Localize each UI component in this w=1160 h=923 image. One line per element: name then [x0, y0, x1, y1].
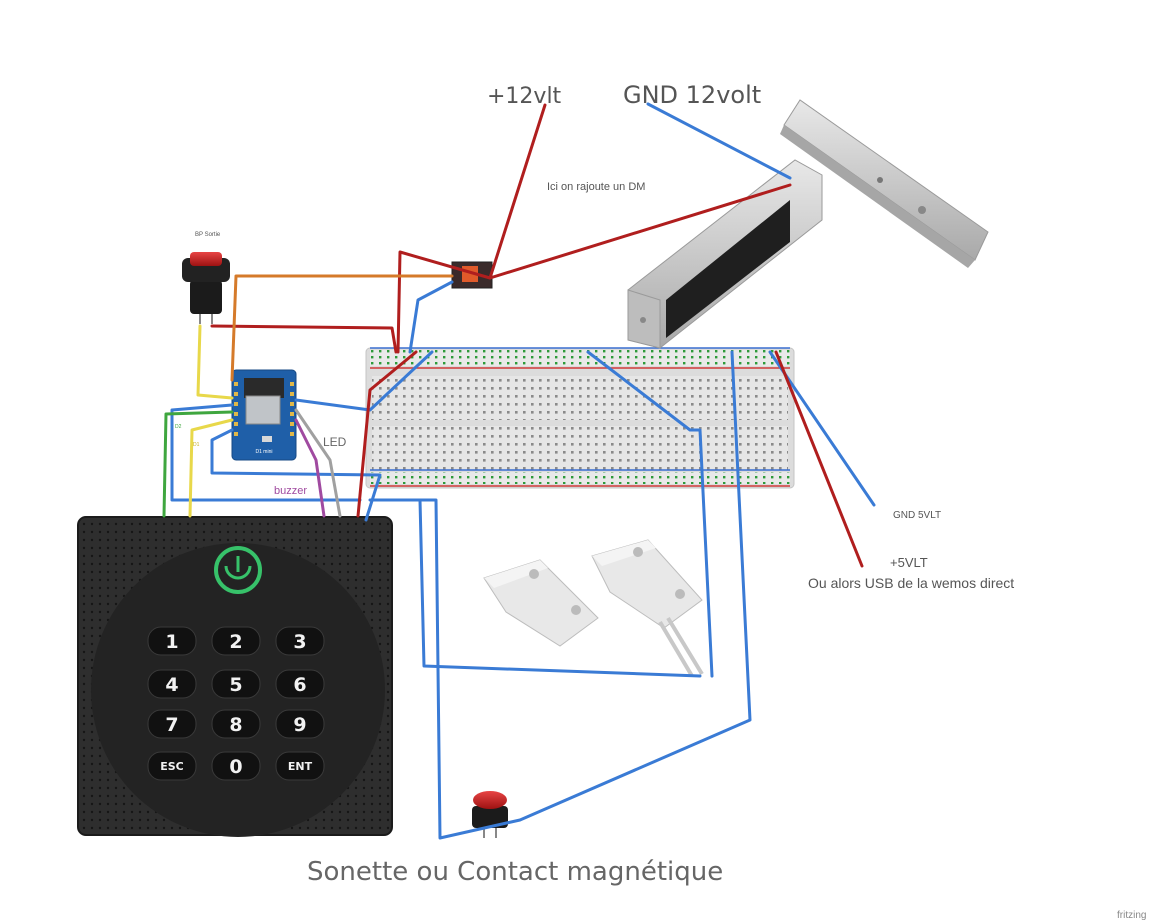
keypad-key: 7: [147, 709, 197, 739]
label-d2: D2: [175, 424, 182, 430]
label-usb-note: Ou alors USB de la wemos direct: [808, 575, 1014, 591]
label-buzzer: buzzer: [274, 485, 307, 497]
keypad-key: 0: [211, 751, 261, 781]
relay-module: [451, 261, 493, 289]
label-dm-note: Ici on rajoute un DM: [547, 181, 645, 193]
keypad-key: 2: [211, 626, 261, 656]
keypad-key: 4: [147, 669, 197, 699]
breadboard: [365, 347, 795, 489]
board-label: D1 mini: [256, 449, 273, 455]
keypad-key: 9: [275, 709, 325, 739]
keypad-key: 8: [211, 709, 261, 739]
keypad-key-label: 9: [293, 714, 306, 736]
wemos-d1-mini: D1 mini: [231, 369, 297, 461]
label-gnd12: GND 12volt: [623, 81, 761, 109]
reed-switch: [483, 539, 704, 678]
exit-button: [182, 252, 230, 324]
keypad-key-label: ESC: [160, 760, 184, 773]
keypad-key: 5: [211, 669, 261, 699]
label-bp-sortie: BP Sortie: [195, 232, 221, 238]
keypad-key: ESC: [147, 751, 197, 781]
fritzing-credit: fritzing: [1117, 910, 1146, 921]
rfid-ring-icon: [214, 546, 262, 594]
keypad-key-label: 0: [229, 756, 242, 778]
keypad-key-label: 2: [229, 631, 242, 653]
label-d1: D1: [193, 442, 200, 448]
magnetic-lock: [627, 99, 989, 349]
keypad-key-label: 3: [293, 631, 306, 653]
bell-button: [472, 791, 508, 838]
keypad-key: 6: [275, 669, 325, 699]
keypad-key-label: 8: [229, 714, 242, 736]
keypad-key-label: 6: [293, 674, 306, 696]
label-gnd5: GND 5VLT: [893, 510, 941, 521]
keypad-key: 1: [147, 626, 197, 656]
label-plus12: +12vlt: [487, 84, 562, 109]
label-bottom: Sonette ou Contact magnétique: [307, 857, 723, 887]
keypad-key-label: ENT: [288, 760, 313, 773]
wires: [162, 102, 876, 840]
keypad-key-label: 7: [165, 714, 178, 736]
keypad-key-label: 1: [165, 631, 178, 653]
keypad-key: 3: [275, 626, 325, 656]
keypad-key-label: 4: [165, 674, 178, 696]
label-plus5: +5VLT: [890, 555, 928, 570]
label-led: LED: [323, 435, 347, 449]
keypad-key-label: 5: [229, 674, 242, 696]
keypad-key: ENT: [275, 751, 325, 781]
